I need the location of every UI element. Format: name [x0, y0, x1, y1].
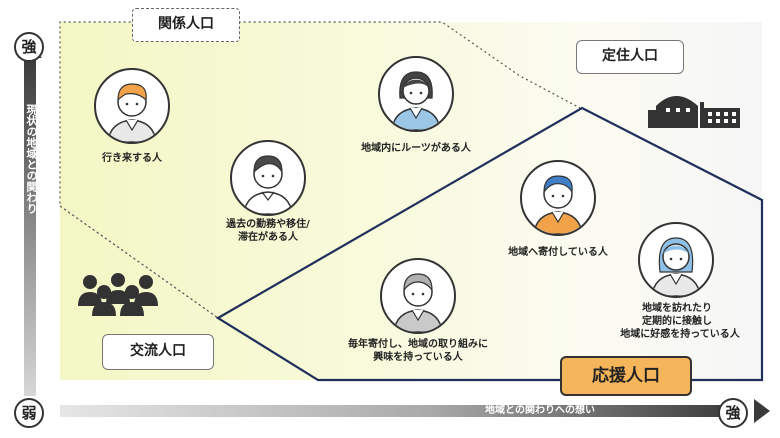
- vertical-axis-label: 現状の地域との関わり: [25, 104, 38, 214]
- person-commuter-avatar: [94, 68, 170, 144]
- person-yearly-donor-avatar: [380, 258, 456, 334]
- person-yearly-donor-caption-line1: 毎年寄付し、地域の取り組みに: [348, 339, 488, 350]
- horizontal-strong-marker: 強: [718, 398, 748, 428]
- horizontal-axis-label: 地域との関わりへの想い: [485, 405, 595, 416]
- horizontal-axis: [60, 405, 736, 417]
- koryu-label: 交流人口: [102, 334, 214, 370]
- vertical-axis: [24, 56, 36, 396]
- person-former-resident-avatar: [230, 140, 306, 216]
- vertical-strong-marker: 強: [14, 32, 44, 62]
- person-roots-avatar: [378, 56, 454, 132]
- person-former-resident-caption-line1: 過去の勤務や移住/: [226, 219, 310, 230]
- person-visitor-caption-line3: 地域に好感を持っている人: [620, 329, 740, 340]
- town-icon: [648, 96, 740, 128]
- crowd-icon: [78, 273, 158, 316]
- person-visitor-caption-line2: 定期的に接触し: [642, 316, 712, 327]
- ouen-label: 応援人口: [560, 356, 692, 396]
- horizontal-axis-arrow: [754, 399, 770, 423]
- person-visitor-avatar: [638, 222, 714, 298]
- person-visitor-caption-line1: 地域を訪れたり: [642, 303, 712, 314]
- person-yearly-donor-caption-line2: 興味を持っている人: [373, 352, 463, 363]
- person-donor-avatar: [520, 160, 596, 236]
- kankei-label: 関係人口: [132, 8, 240, 42]
- teiju-label: 定住人口: [576, 40, 684, 74]
- person-roots-caption: 地域内にルーツがある人: [361, 143, 471, 154]
- weak-marker: 弱: [14, 398, 44, 428]
- person-donor-caption: 地域へ寄付している人: [508, 247, 608, 258]
- person-commuter-caption: 行き来する人: [102, 153, 162, 164]
- person-former-resident-caption-line2: 滞在がある人: [238, 232, 298, 243]
- kankei-region-outline: [59, 21, 581, 319]
- ouen-region-outline: [215, 106, 764, 382]
